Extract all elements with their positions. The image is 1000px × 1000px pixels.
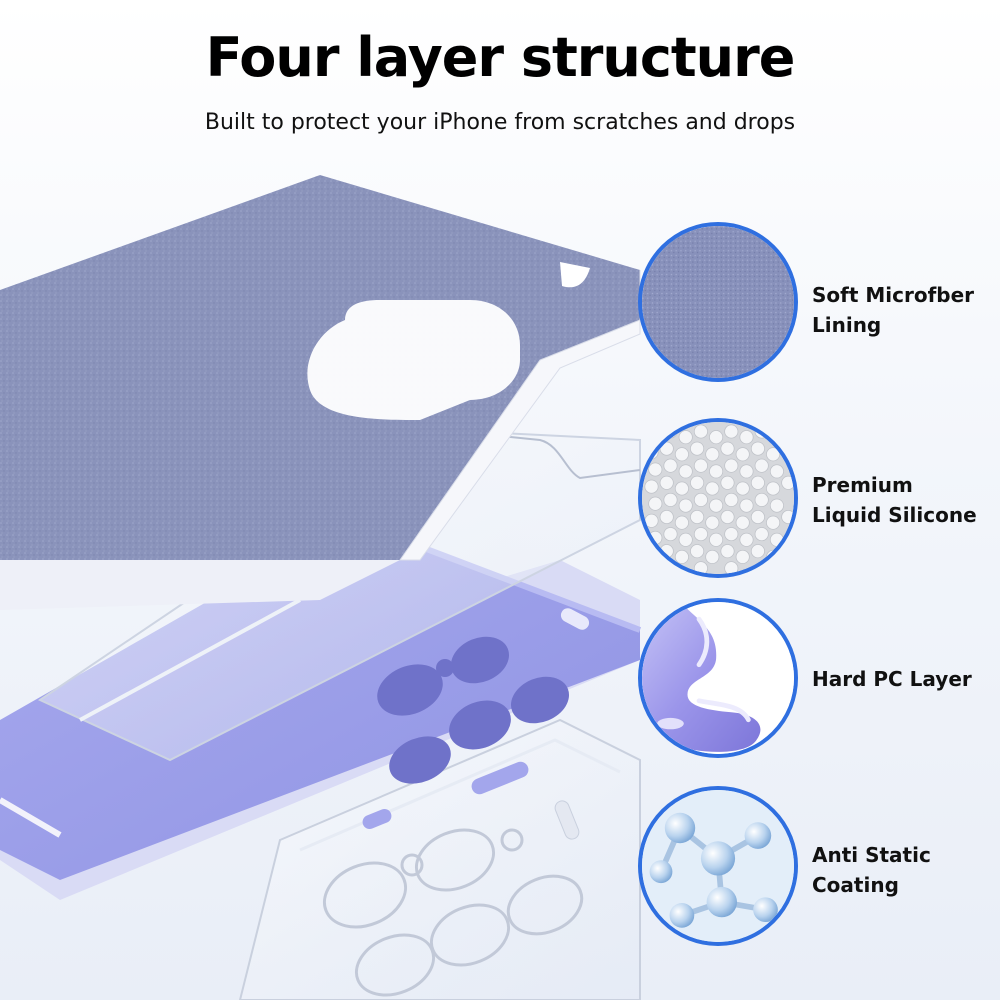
feature-label-microfiber: Soft Microfber Lining bbox=[812, 283, 975, 337]
microfiber-lining-layer bbox=[0, 175, 641, 610]
page-subtitle: Built to protect your iPhone from scratc… bbox=[204, 110, 796, 135]
feature-label-hard-pc: Hard PC Layer bbox=[812, 667, 972, 691]
microfiber-texture-icon bbox=[638, 222, 798, 382]
silicone-beads-icon bbox=[638, 418, 798, 578]
clear-case-layer bbox=[238, 718, 641, 1000]
liquid-swirl-icon bbox=[638, 598, 798, 758]
molecule-structure-icon bbox=[638, 786, 798, 946]
feature-label-silicone: Premium Liquid Silicone bbox=[812, 473, 977, 527]
page-title: Four layer structure bbox=[205, 26, 796, 89]
feature-label-anti-static: Anti Static Coating bbox=[812, 843, 931, 897]
